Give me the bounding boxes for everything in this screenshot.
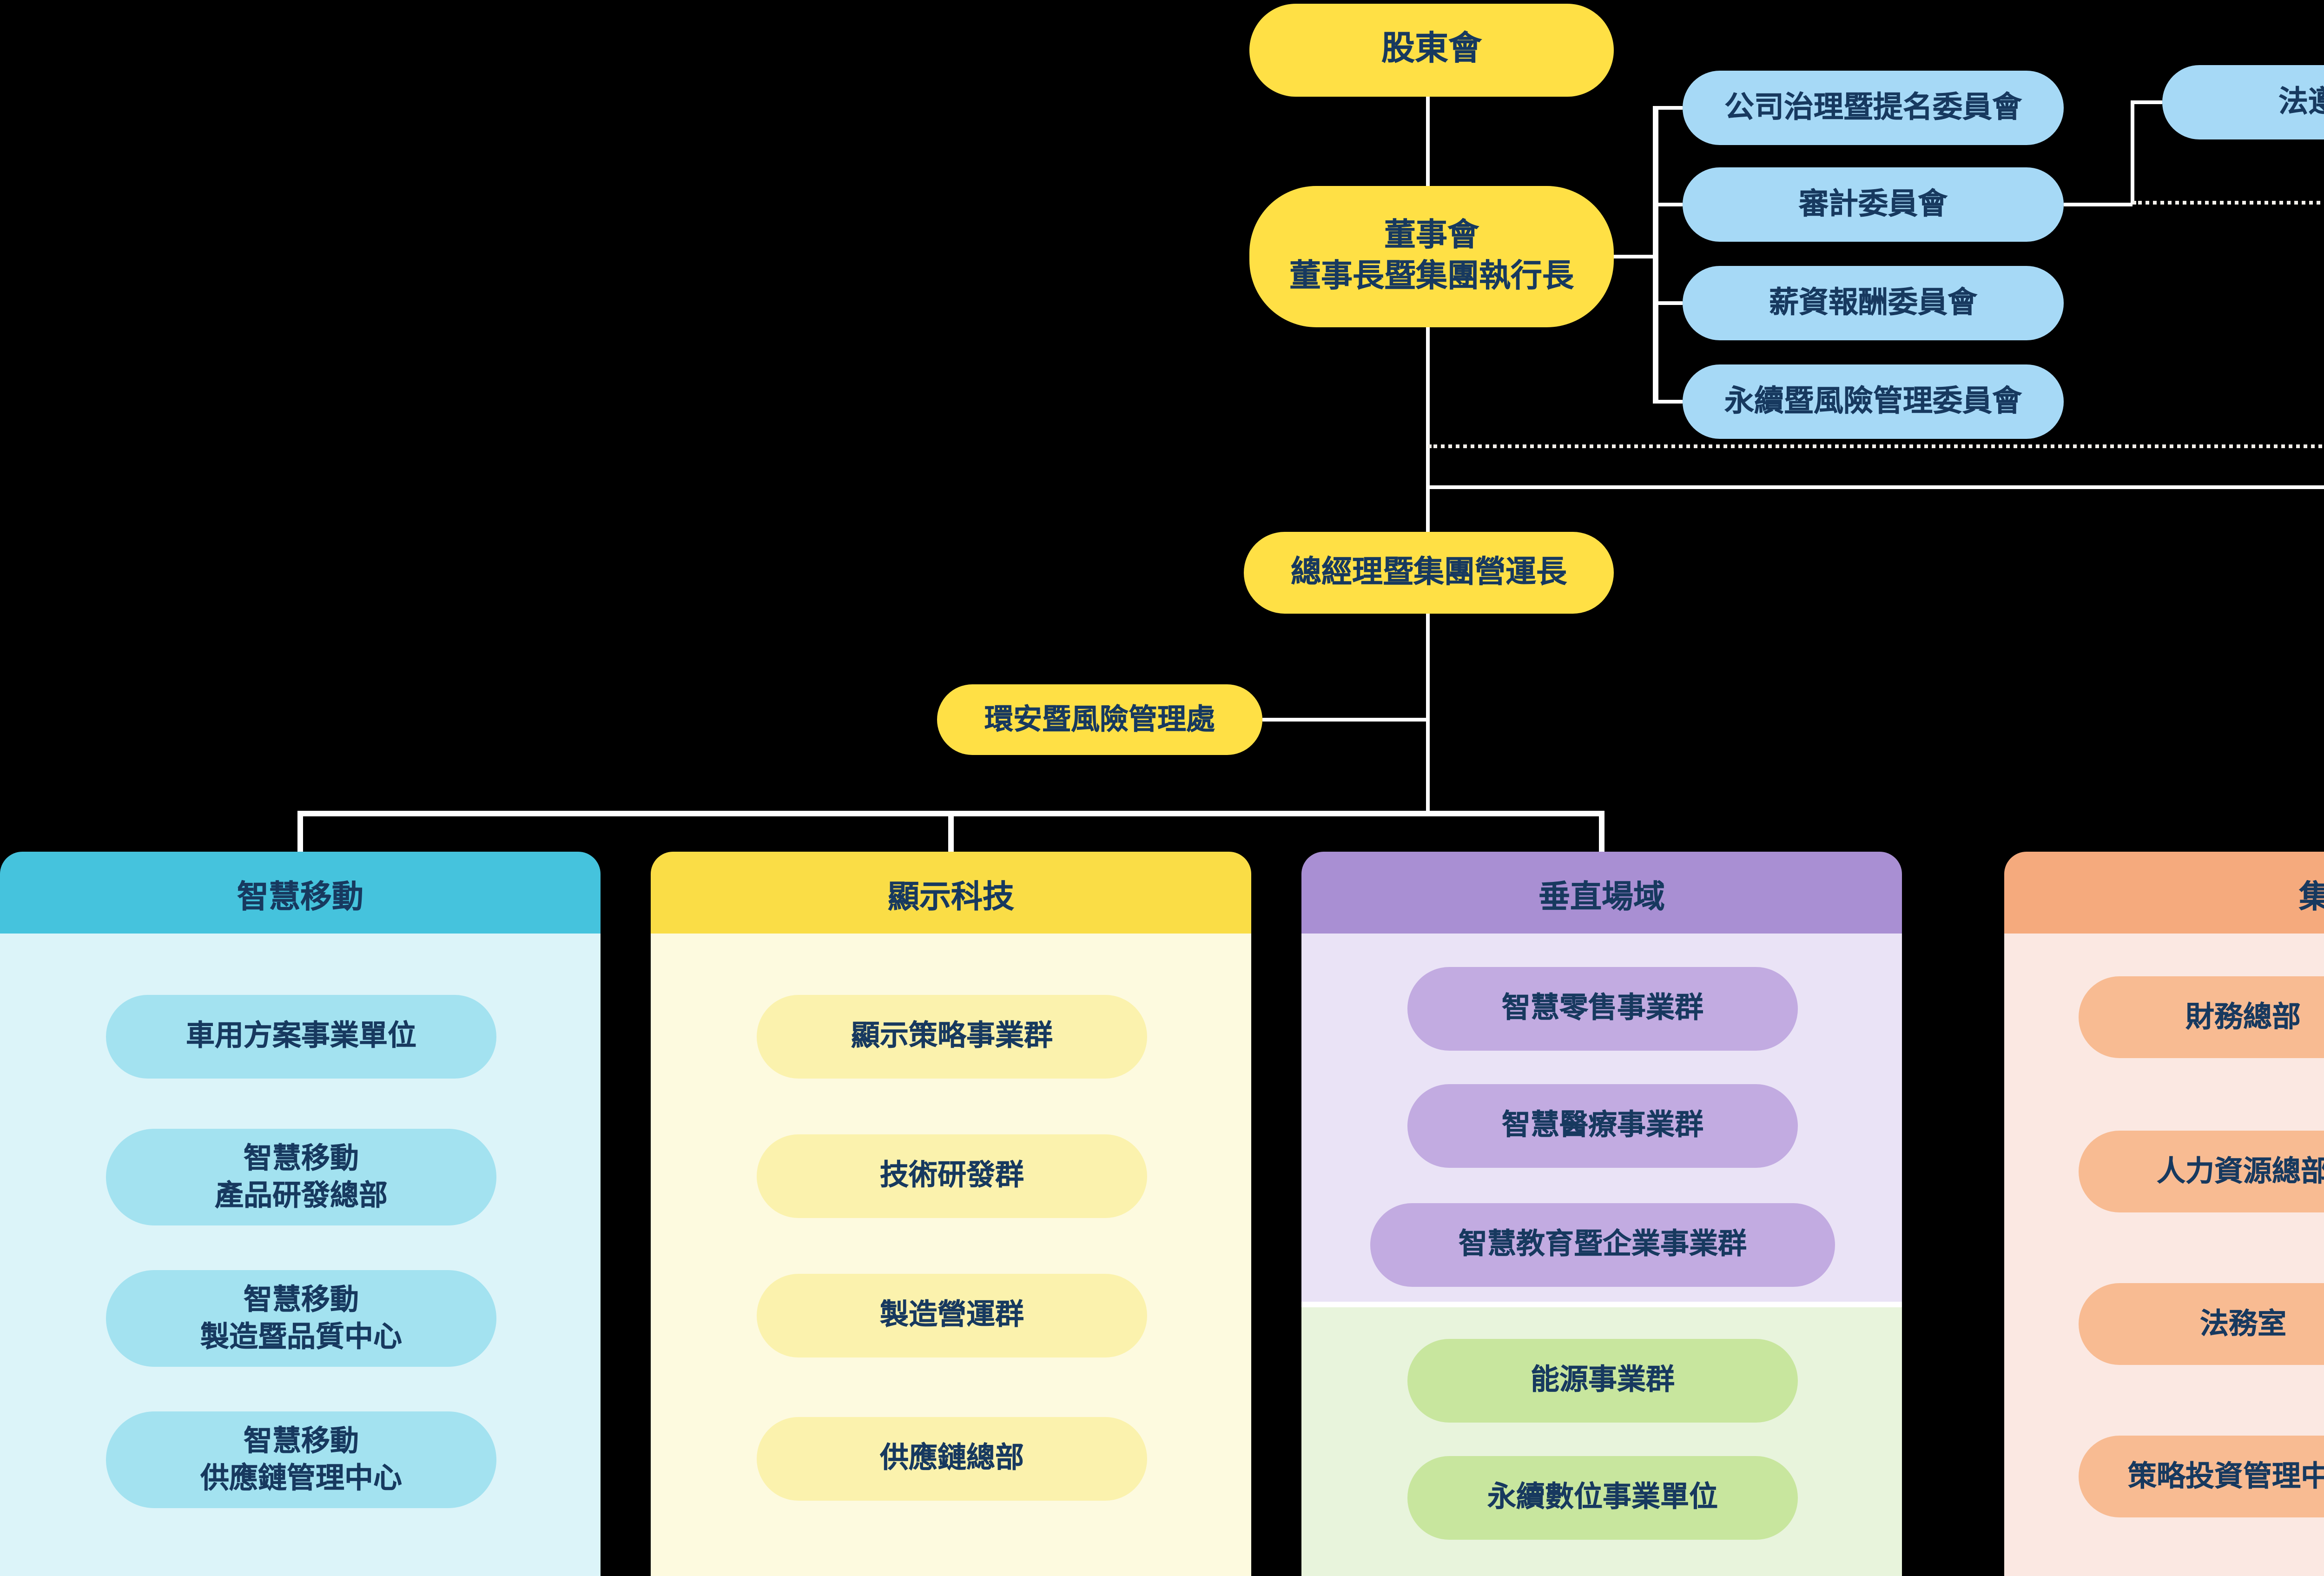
- connector-shareholders-board: [1426, 97, 1430, 186]
- unit-manufacturing-operations-group: 製造營運群: [757, 1274, 1147, 1357]
- unit-smart-mobility-product-rd-hq: 智慧移動 產品研發總部: [106, 1129, 496, 1225]
- connector-audit-right: [2064, 202, 2133, 207]
- group-header-vertical-solutions: 垂直場域: [1301, 852, 1902, 934]
- president-coo-box: 總經理暨集團營運長: [1244, 532, 1614, 614]
- group-header-smart-mobility: 智慧移動: [0, 852, 601, 934]
- connector-committee-stub-3: [1653, 301, 1683, 305]
- unit-technology-rd-group: 技術研發群: [757, 1134, 1147, 1218]
- connector-stub-vertical: [1599, 811, 1604, 852]
- committee-sustainability-risk: 永續暨風險管理委員會: [1683, 364, 2064, 439]
- group-header-display-technology: 顯示科技: [651, 852, 1251, 934]
- divider-vertical-green: [1301, 1302, 1902, 1307]
- unit-human-resources-hq: 人力資源總部: [2079, 1131, 2324, 1212]
- connector-ehs-line: [1262, 717, 1428, 722]
- connector-board-committees: [1614, 254, 1655, 259]
- unit-supply-chain-hq: 供應鏈總部: [757, 1417, 1147, 1501]
- connector-compliance-audit: [2130, 100, 2135, 205]
- committee-audit: 審計委員會: [1683, 167, 2064, 242]
- unit-finance-hq: 財務總部: [2079, 976, 2324, 1058]
- unit-strategic-investment-management-center: 策略投資管理中心: [2079, 1436, 2324, 1517]
- connector-compliance-stub: [2133, 100, 2162, 105]
- unit-smart-retail-bg: 智慧零售事業群: [1407, 967, 1798, 1051]
- unit-legal-office: 法務室: [2079, 1283, 2324, 1365]
- dotted-compliance-to-center: [1428, 444, 2324, 448]
- unit-display-strategy-bg: 顯示策略事業群: [757, 995, 1147, 1079]
- unit-automotive-solutions-bu: 車用方案事業單位: [106, 995, 496, 1079]
- unit-energy-bg: 能源事業群: [1407, 1339, 1798, 1423]
- connector-committee-stub-2: [1653, 202, 1683, 207]
- connector-board-president: [1426, 327, 1430, 532]
- unit-smart-mobility-supply-chain-center: 智慧移動 供應鏈管理中心: [106, 1411, 496, 1508]
- committee-compensation: 薪資報酬委員會: [1683, 266, 2064, 340]
- group-header-operations-support: 集團營運支援單位: [2004, 852, 2324, 934]
- connector-committee-stub-4: [1653, 399, 1683, 404]
- unit-smart-mobility-manufacturing-quality-center: 智慧移動 製造暨品質中心: [106, 1270, 496, 1367]
- committee-corporate-governance-nomination: 公司治理暨提名委員會: [1683, 71, 2064, 145]
- dotted-audit-to-edge: [2133, 200, 2324, 204]
- connector-support-branch-h: [1428, 485, 2324, 490]
- board-of-directors-box: 董事會 董事長暨集團執行長: [1249, 186, 1614, 327]
- connector-stub-smart-mobility: [297, 811, 302, 852]
- unit-smart-education-enterprise-bg: 智慧教育暨企業事業群: [1370, 1203, 1835, 1287]
- unit-smart-medical-bg: 智慧醫療事業群: [1407, 1084, 1798, 1168]
- connector-committee-stub-1: [1653, 106, 1683, 110]
- connector-stub-display: [948, 811, 953, 852]
- chief-compliance-advisor-box: 法遵總顧問: [2162, 65, 2324, 139]
- shareholders-meeting-box: 股東會: [1249, 4, 1614, 97]
- connector-committee-bracket: [1653, 106, 1657, 404]
- ehs-risk-management-box: 環安暨風險管理處: [937, 684, 1262, 755]
- connector-president-down: [1426, 614, 1430, 813]
- unit-sustainable-digital-bu: 永續數位事業單位: [1407, 1456, 1798, 1540]
